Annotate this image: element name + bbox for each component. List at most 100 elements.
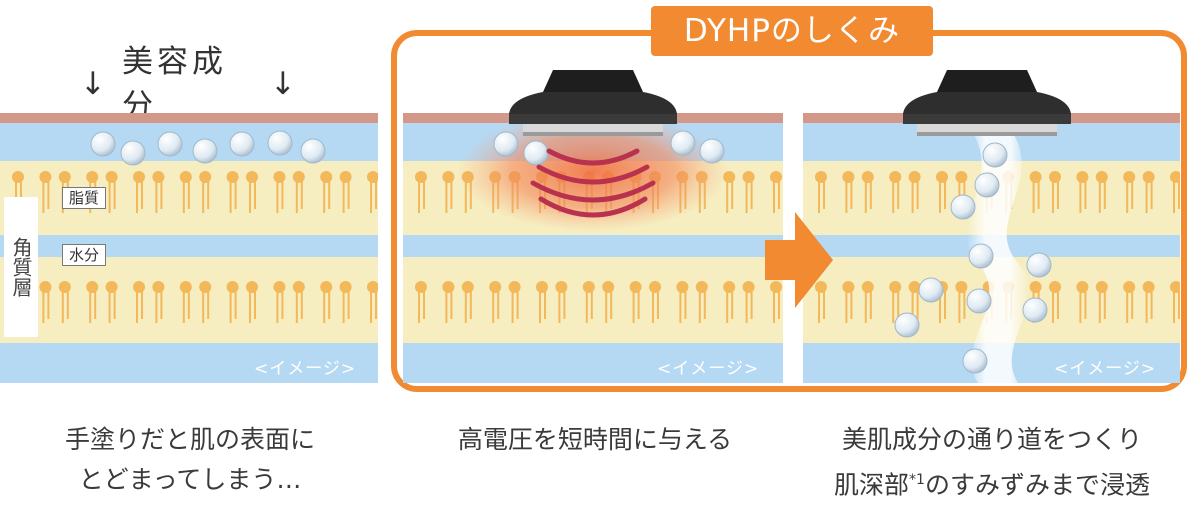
- lipid-head: [742, 281, 755, 293]
- lipid-head: [742, 171, 755, 183]
- lipid-head: [861, 281, 874, 293]
- droplet-icon: [962, 348, 988, 374]
- image-note-1: <イメージ>: [254, 359, 357, 379]
- image-note-2: <イメージ>: [657, 359, 760, 379]
- lipid-head: [861, 171, 874, 183]
- lipid-head: [339, 281, 352, 293]
- lipid-head: [629, 281, 642, 293]
- lipid-head: [770, 281, 782, 293]
- water-tag: 水分: [62, 244, 107, 266]
- lipid-head: [199, 281, 212, 293]
- lipid-head: [179, 171, 192, 183]
- droplet-icon: [974, 172, 1000, 198]
- mechanism-title: DYHPのしくみ: [651, 6, 933, 56]
- lipid-head: [86, 171, 99, 183]
- lipid-head: [842, 171, 855, 183]
- droplet-icon: [90, 131, 116, 157]
- ingredient-label: ↓ 美容成分 ↓: [80, 44, 300, 124]
- lipid-head: [908, 171, 921, 183]
- droplet-icon: [267, 130, 293, 156]
- lipid-head: [1076, 281, 1089, 293]
- lipid-head: [1170, 281, 1180, 293]
- lipid-head: [955, 171, 968, 183]
- droplet-icon: [192, 138, 218, 164]
- image-note-3: <イメージ>: [1054, 359, 1157, 379]
- lipid-head: [955, 281, 968, 293]
- lipid-head: [602, 281, 615, 293]
- skin-layers-diagram-1: [0, 113, 378, 383]
- caption-left: 手塗りだと肌の表面に とどまってしまう…: [30, 420, 350, 500]
- droplet-icon: [699, 138, 725, 164]
- right-arrow-icon: [765, 212, 833, 308]
- heat-glow: [458, 113, 728, 231]
- lipid-head: [152, 171, 165, 183]
- lipid-head: [770, 171, 782, 183]
- droplet-group-deep: [894, 142, 1052, 374]
- lipid-head: [179, 281, 192, 293]
- lipid-head: [58, 171, 71, 183]
- lipid-head: [1142, 281, 1155, 293]
- lipid-head: [1142, 171, 1155, 183]
- droplet-group-surface: [90, 130, 326, 166]
- skin-layers-diagram-2: [403, 113, 783, 383]
- lipid-head: [133, 281, 145, 293]
- lipid-head: [152, 281, 165, 293]
- lipid-head: [1049, 171, 1061, 183]
- lipid-head: [105, 171, 118, 183]
- lipid-head: [39, 281, 52, 293]
- droplet-icon: [670, 130, 696, 156]
- lipid-head: [246, 171, 258, 183]
- lipid-head: [908, 281, 921, 293]
- caption-left-line1: 手塗りだと肌の表面に: [64, 425, 315, 454]
- lipid-head: [339, 171, 352, 183]
- lipid-head: [489, 281, 502, 293]
- lipid-head: [367, 281, 378, 293]
- footnote-marker: *1: [909, 472, 925, 488]
- lipid-head: [536, 281, 548, 293]
- lipid-head: [226, 171, 239, 183]
- droplet-icon: [523, 140, 549, 166]
- lipid-head: [889, 171, 902, 183]
- voltage-waves: [530, 148, 656, 218]
- skin-panel-penetration: [803, 113, 1180, 383]
- caption-right-line1: 美肌成分の通り道をつくり: [841, 425, 1142, 454]
- lipid-head: [936, 171, 948, 183]
- lipid-head: [1095, 281, 1108, 293]
- caption-right-line2: 肌深部*1のすみずみまで浸透: [800, 460, 1184, 505]
- lipid-head: [1123, 171, 1136, 183]
- caption-right-post: のすみずみまで浸透: [924, 470, 1150, 500]
- lipid-head: [461, 281, 474, 293]
- lipid-head: [1029, 281, 1042, 293]
- lipid-head: [320, 171, 333, 183]
- lipid-head: [292, 281, 305, 293]
- droplet-icon: [157, 131, 183, 157]
- caption-left-line2: とどまってしまう…: [78, 465, 302, 494]
- arrow-down-icon: ↓: [80, 66, 110, 102]
- lipid-head: [889, 281, 902, 293]
- ingredient-label-text: 美容成分: [121, 44, 227, 124]
- skin-panel-voltage: [403, 113, 783, 383]
- droplet-group-surface: [493, 130, 725, 166]
- lipid-head: [86, 281, 99, 293]
- lipid-head: [555, 281, 568, 293]
- droplet-icon: [300, 138, 326, 164]
- droplet-icon: [968, 243, 994, 269]
- lipid-head: [1170, 171, 1180, 183]
- droplet-icon: [966, 288, 992, 314]
- stratum-corneum-label: 角質層: [4, 197, 38, 337]
- lipid-head: [1095, 171, 1108, 183]
- lipid-head: [292, 171, 305, 183]
- lipid-head: [273, 171, 286, 183]
- lipid-head: [676, 281, 689, 293]
- droplet-icon: [1026, 252, 1052, 278]
- lipid-head: [58, 281, 71, 293]
- lipid-head: [39, 171, 52, 183]
- droplet-icon: [1022, 297, 1048, 323]
- lipid-head: [273, 281, 286, 293]
- lipid-head: [320, 281, 333, 293]
- lipid-head: [1029, 171, 1042, 183]
- lipid-head: [815, 171, 827, 183]
- caption-right-pre: 肌深部: [834, 470, 910, 500]
- device-head-icon: [509, 70, 677, 136]
- lipid-head: [367, 171, 378, 183]
